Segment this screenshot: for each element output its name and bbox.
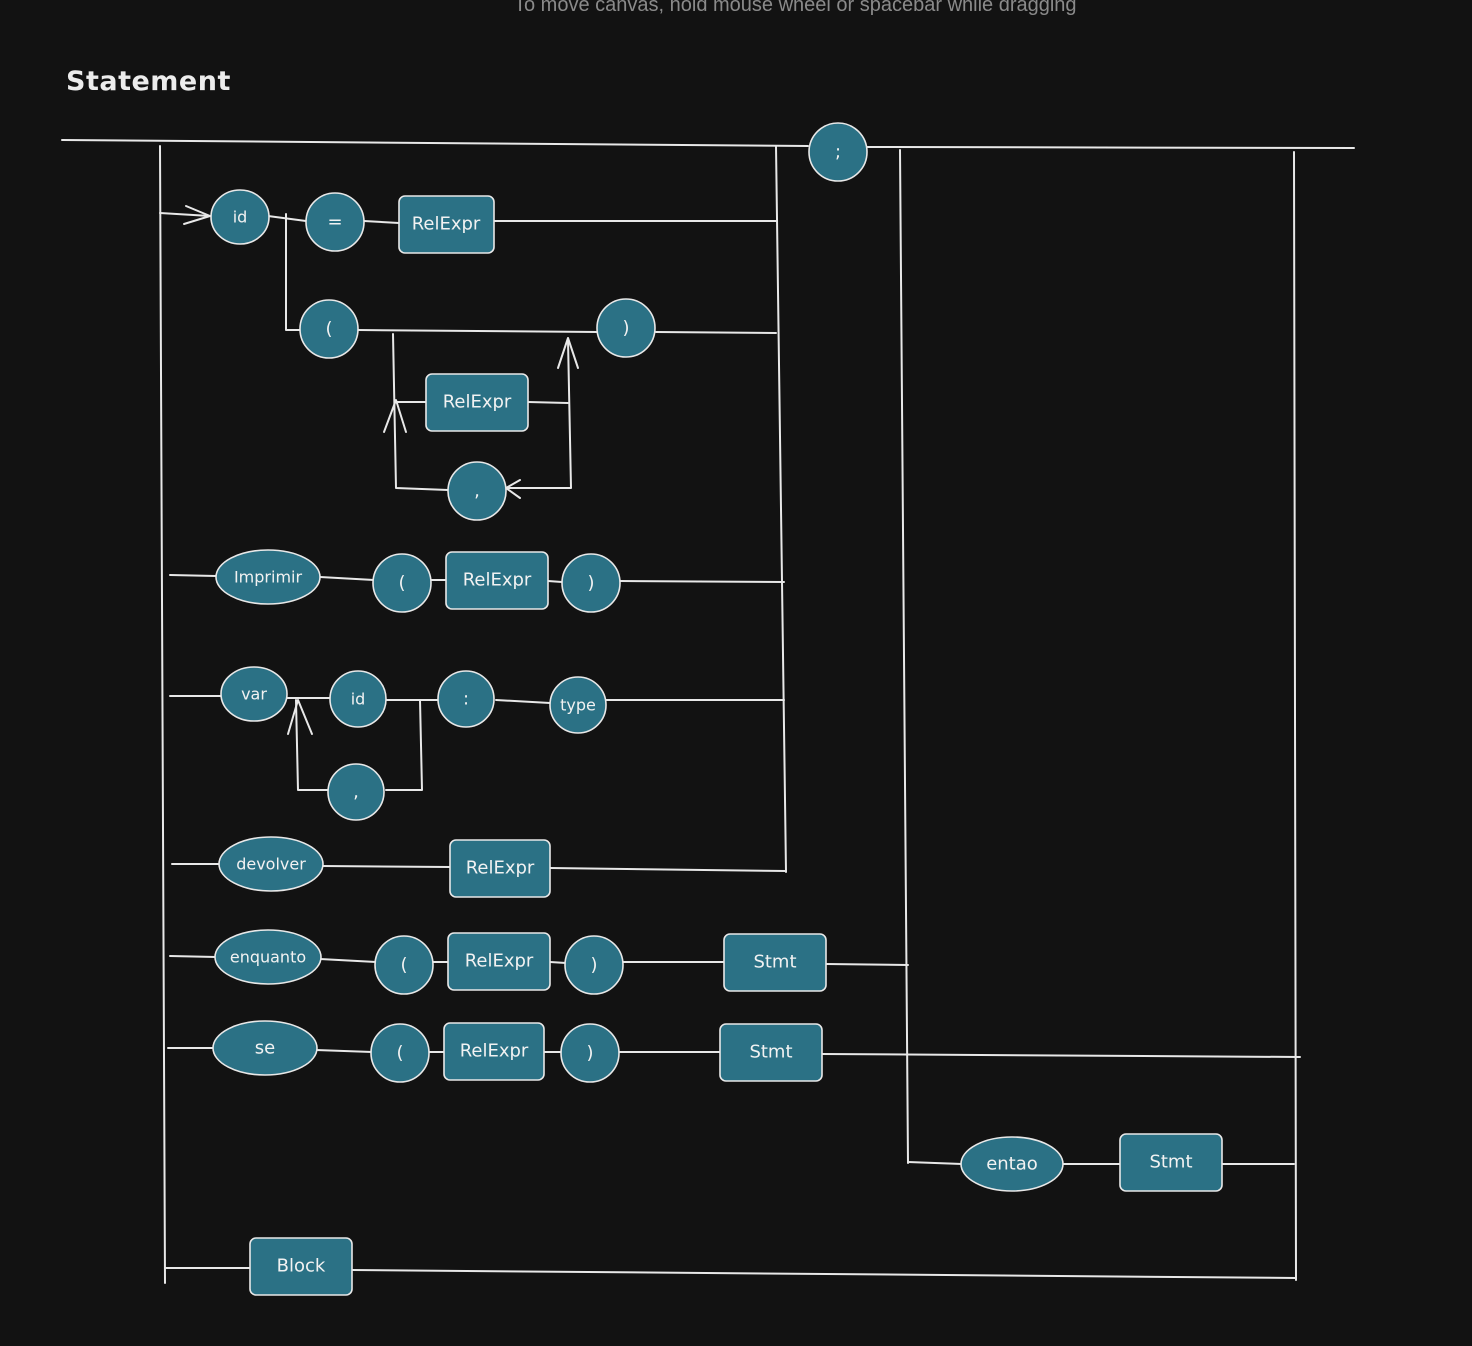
nonterminal-stmt-label: Stmt <box>749 1042 792 1063</box>
terminal-id[interactable]: id <box>329 670 387 728</box>
nonterminal-stmt[interactable]: Stmt <box>723 933 827 992</box>
terminal-rparen[interactable]: ) <box>596 298 656 358</box>
keyword-imprimir-label: Imprimir <box>234 568 303 587</box>
keyword-devolver[interactable]: devolver <box>218 836 324 892</box>
nonterminal-stmt[interactable]: Stmt <box>1119 1133 1223 1192</box>
terminal-equals[interactable]: = <box>305 192 365 252</box>
terminal-type[interactable]: type <box>549 676 607 734</box>
terminal-id[interactable]: id <box>210 189 270 245</box>
nonterminal-relexpr[interactable]: RelExpr <box>447 932 551 991</box>
keyword-enquanto-label: enquanto <box>230 948 306 967</box>
nonterminal-relexpr[interactable]: RelExpr <box>443 1022 545 1081</box>
terminal-semicolon-label: ; <box>835 142 841 163</box>
keyword-devolver-label: devolver <box>236 855 306 874</box>
nonterminal-relexpr[interactable]: RelExpr <box>398 195 495 254</box>
terminal-comma-label: , <box>353 782 359 803</box>
terminal-rparen[interactable]: ) <box>560 1023 620 1083</box>
terminal-lparen-label: ( <box>398 573 405 594</box>
terminal-type-label: type <box>560 696 596 715</box>
terminal-comma-label: , <box>474 481 480 502</box>
terminal-rparen[interactable]: ) <box>561 553 621 613</box>
nonterminal-stmt[interactable]: Stmt <box>719 1023 823 1082</box>
terminal-rparen-label: ) <box>587 573 594 594</box>
nonterminal-relexpr-label: RelExpr <box>466 858 535 879</box>
nonterminal-stmt-label: Stmt <box>753 952 796 973</box>
terminal-comma[interactable]: , <box>327 763 385 821</box>
terminal-lparen[interactable]: ( <box>372 553 432 613</box>
nonterminal-relexpr[interactable]: RelExpr <box>449 839 551 898</box>
keyword-se-label: se <box>255 1038 275 1059</box>
nonterminal-relexpr-label: RelExpr <box>460 1041 529 1062</box>
terminal-rparen[interactable]: ) <box>564 935 624 995</box>
keyword-enquanto[interactable]: enquanto <box>214 929 322 985</box>
keyword-imprimir[interactable]: Imprimir <box>215 549 321 605</box>
nonterminal-block-label: Block <box>277 1256 326 1277</box>
keyword-entao-label: entao <box>986 1154 1038 1175</box>
nonterminal-relexpr-label: RelExpr <box>463 570 532 591</box>
terminal-lparen[interactable]: ( <box>374 935 434 995</box>
nonterminal-relexpr[interactable]: RelExpr <box>425 373 529 432</box>
terminal-semicolon[interactable]: ; <box>808 122 868 182</box>
terminal-id-label: id <box>233 208 248 227</box>
terminal-rparen-label: ) <box>622 318 629 339</box>
terminal-lparen-label: ( <box>396 1043 403 1064</box>
canvas-hint: To move canvas, hold mouse wheel or spac… <box>514 0 1077 16</box>
terminal-lparen-label: ( <box>325 319 332 340</box>
terminal-id-label: id <box>351 690 366 709</box>
nonterminal-relexpr-label: RelExpr <box>443 392 512 413</box>
terminal-lparen[interactable]: ( <box>299 299 359 359</box>
terminal-comma[interactable]: , <box>447 461 507 521</box>
nonterminal-relexpr-label: RelExpr <box>412 214 481 235</box>
keyword-se[interactable]: se <box>212 1020 318 1076</box>
terminal-rparen-label: ) <box>590 955 597 976</box>
nonterminal-relexpr[interactable]: RelExpr <box>445 551 549 610</box>
keyword-var-label: var <box>241 685 267 704</box>
nonterminal-block[interactable]: Block <box>249 1237 353 1296</box>
diagram-title: Statement <box>66 66 231 97</box>
terminal-colon[interactable]: : <box>437 670 495 728</box>
nonterminal-stmt-label: Stmt <box>1149 1152 1192 1173</box>
terminal-lparen-label: ( <box>400 955 407 976</box>
keyword-var[interactable]: var <box>220 666 288 722</box>
connector-lines <box>61 139 1355 1284</box>
terminal-rparen-label: ) <box>586 1043 593 1064</box>
terminal-colon-label: : <box>463 689 469 710</box>
nonterminal-relexpr-label: RelExpr <box>465 951 534 972</box>
terminal-lparen[interactable]: ( <box>370 1023 430 1083</box>
terminal-equals-label: = <box>327 212 342 233</box>
keyword-entao[interactable]: entao <box>960 1136 1064 1192</box>
